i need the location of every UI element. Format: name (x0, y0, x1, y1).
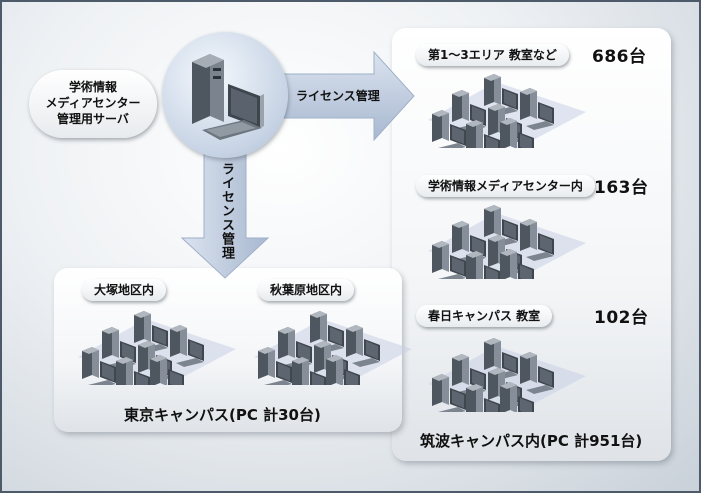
server-label-line-2: メディアセンター (45, 96, 141, 110)
down-arrow (180, 153, 270, 279)
tsukuba-location-count-1: 686台 (592, 47, 647, 67)
server-label-line-3: 管理用サーバ (57, 112, 129, 126)
tokyo-location-label-2: 秋葉原地区内 (258, 279, 355, 301)
pc-lab-cluster-tsukuba-3 (428, 338, 586, 412)
pc-lab-cluster-akihabara (254, 311, 412, 385)
tsukuba-location-label-1: 第1～3エリア 教室など (416, 44, 569, 66)
server-circle (162, 32, 288, 158)
tsukuba-campus-caption: 筑波キャンパス内(PC 計951台) (420, 432, 643, 450)
right-arrow (277, 50, 415, 142)
tsukuba-location-count-2: 163台 (594, 178, 649, 198)
tsukuba-location-count-3: 102台 (594, 308, 649, 328)
tokyo-campus-caption: 東京キャンパス(PC 計30台) (124, 406, 321, 424)
server-computer-icon (192, 54, 264, 140)
server-label-line-1: 学術情報 (68, 80, 117, 94)
tsukuba-location-label-3: 春日キャンパス 教室 (416, 305, 553, 327)
right-arrow-label: ライセンス管理 (296, 89, 380, 103)
pc-lab-cluster-tsukuba-1 (428, 74, 586, 148)
server-label: 学術情報 メディアセンター 管理用サーバ (29, 70, 157, 138)
tsukuba-location-label-2: 学術情報メディアセンター内 (416, 175, 595, 197)
down-arrow-label: ライセンス管理 (219, 162, 234, 260)
pc-lab-cluster-otsuka (78, 311, 236, 385)
pc-lab-cluster-tsukuba-2 (428, 205, 586, 279)
tokyo-location-label-1: 大塚地区内 (82, 279, 167, 301)
